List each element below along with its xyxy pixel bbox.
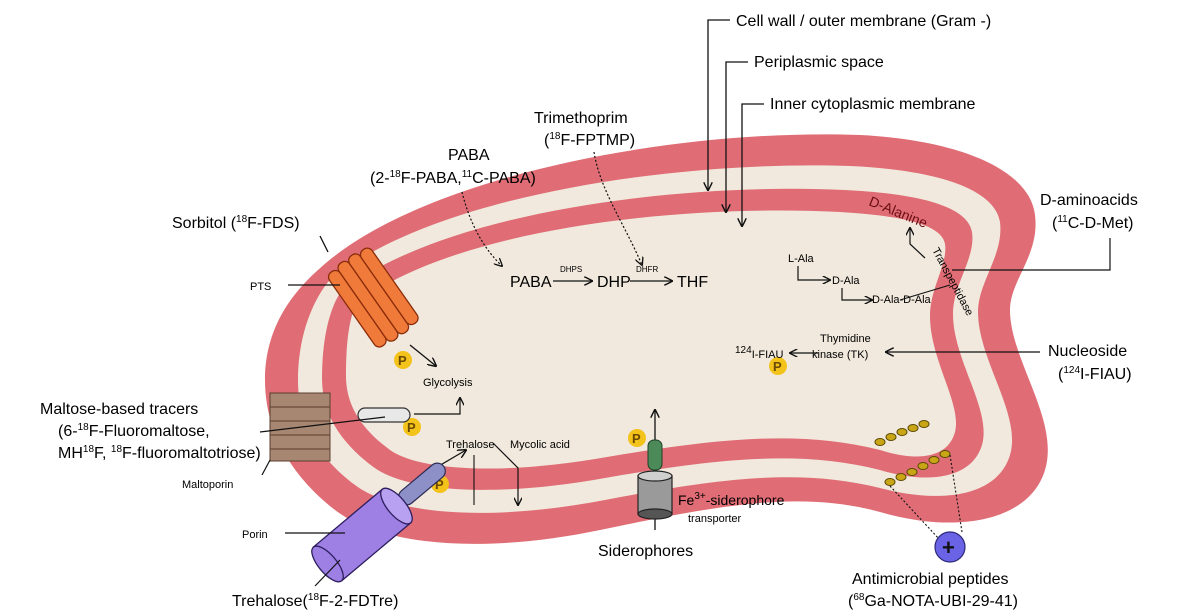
svg-text:Antimicrobial peptides: Antimicrobial peptides (852, 571, 1009, 588)
svg-text:Maltoporin: Maltoporin (182, 479, 233, 491)
svg-text:Glycolysis: Glycolysis (423, 377, 473, 389)
svg-text:DHPS: DHPS (560, 265, 582, 274)
svg-text:P: P (407, 420, 416, 435)
svg-text:Trehalose: Trehalose (446, 439, 495, 451)
svg-text:Siderophores: Siderophores (598, 543, 693, 560)
label-trehalose-tracer: Trehalose(18F-2-FDTre) (232, 592, 398, 610)
svg-text:+: + (942, 535, 955, 560)
svg-text:PTS: PTS (250, 281, 271, 293)
svg-text:Maltose-based tracers: Maltose-based tracers (40, 401, 198, 418)
svg-text:MH18F, 18F-fluoromaltotriose): MH18F, 18F-fluoromaltotriose) (58, 444, 261, 462)
svg-text:Trehalose(18F-2-FDTre): Trehalose(18F-2-FDTre) (232, 592, 398, 610)
svg-text:D-Ala: D-Ala (832, 275, 860, 287)
svg-text:Mycolic acid: Mycolic acid (510, 439, 570, 451)
svg-text:(68Ga-NOTA-UBI-29-41): (68Ga-NOTA-UBI-29-41) (848, 592, 1018, 610)
svg-text:Cell wall / outer membrane (Gr: Cell wall / outer membrane (Gram -) (736, 13, 991, 30)
svg-text:DHFR: DHFR (636, 265, 658, 274)
svg-text:transporter: transporter (688, 513, 742, 525)
svg-text:Fe3+-siderophore: Fe3+-siderophore (678, 491, 785, 508)
svg-text:Sorbitol (18F-FDS): Sorbitol (18F-FDS) (172, 214, 300, 232)
phosphate-4: P (628, 429, 646, 447)
svg-text:D-aminoacids: D-aminoacids (1040, 192, 1138, 209)
svg-text:Periplasmic space: Periplasmic space (754, 54, 884, 71)
svg-text:(2-18F-PABA,11C-PABA): (2-18F-PABA,11C-PABA) (370, 169, 536, 187)
svg-text:L-Ala: L-Ala (788, 253, 815, 265)
svg-text:(11C-D-Met): (11C-D-Met) (1052, 214, 1133, 232)
svg-text:(124I-FIAU): (124I-FIAU) (1058, 365, 1132, 383)
phosphate-1: P (394, 351, 412, 369)
svg-text:P: P (398, 353, 407, 368)
svg-text:PABA: PABA (510, 274, 552, 291)
svg-text:kinase (TK): kinase (TK) (812, 349, 868, 361)
svg-text:PABA: PABA (448, 147, 490, 164)
svg-text:THF: THF (677, 274, 708, 291)
svg-text:Trimethoprim: Trimethoprim (534, 110, 628, 127)
svg-text:(18F-FPTMP): (18F-FPTMP) (544, 131, 635, 149)
svg-text:Nucleoside: Nucleoside (1048, 343, 1127, 360)
svg-text:(6-18F-Fluoromaltose,: (6-18F-Fluoromaltose, (58, 422, 210, 440)
svg-text:Porin: Porin (242, 529, 268, 541)
svg-text:Inner cytoplasmic membrane: Inner cytoplasmic membrane (770, 96, 976, 113)
svg-text:Thymidine: Thymidine (820, 333, 871, 345)
label-sorbitol: Sorbitol (18F-FDS) (172, 214, 328, 252)
svg-text:P: P (632, 431, 641, 446)
svg-text:DHP: DHP (597, 274, 631, 291)
svg-text:P: P (773, 359, 782, 374)
